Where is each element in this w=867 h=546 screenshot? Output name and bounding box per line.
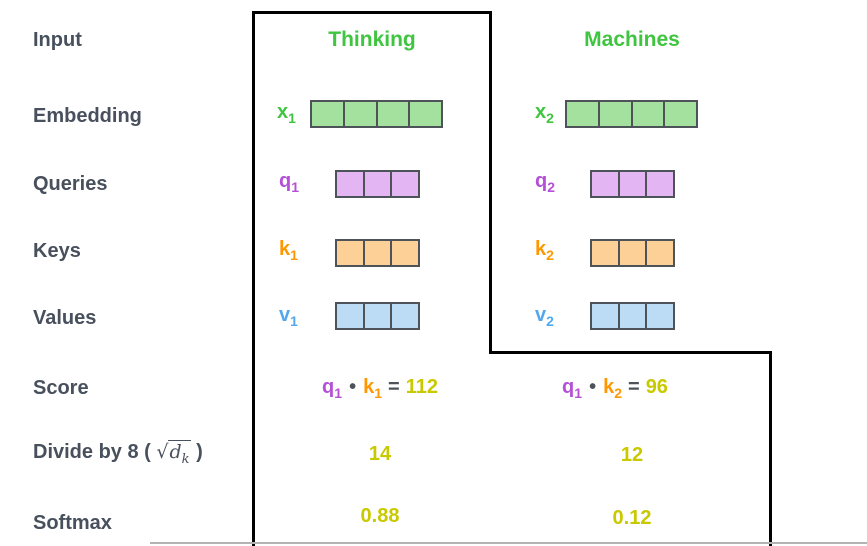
vector-cell	[647, 172, 673, 196]
embedding-vector-x1	[310, 100, 443, 128]
softmax-value-thinking: 0.88	[360, 505, 400, 527]
score-expression-thinking: q1•k1=112	[322, 376, 438, 401]
divided-value-machines: 12	[620, 444, 644, 466]
vector-cell	[337, 241, 365, 265]
value-vector-v2	[590, 302, 675, 330]
key-vector-k2	[590, 239, 675, 267]
vector-label-k1: k1	[279, 238, 298, 263]
dot-operator: •	[589, 376, 597, 398]
vector-cell	[647, 304, 673, 328]
vector-cell	[620, 241, 648, 265]
vector-cell	[365, 241, 393, 265]
equals-sign: =	[628, 376, 640, 398]
cropped-next-row-edge	[150, 542, 867, 544]
vector-label-x1: x1	[277, 101, 296, 126]
vector-cell	[337, 172, 365, 196]
vector-label-q2: q2	[535, 170, 556, 195]
vector-cell	[392, 172, 418, 196]
row-label-keys: Keys	[33, 240, 81, 262]
vector-cell	[337, 304, 365, 328]
sqrt-dk-formula: √dk	[156, 440, 191, 467]
box-left-border	[252, 11, 255, 546]
vector-cell	[312, 102, 345, 126]
row-label-score: Score	[33, 377, 89, 399]
score-value: 112	[405, 376, 438, 398]
divide-label-prefix: Divide by 8 (	[33, 441, 151, 463]
vector-cell	[665, 102, 696, 126]
query-vector-q1	[335, 170, 420, 198]
box-right-lower-border	[769, 351, 772, 546]
score-expression-machines: q1•k2=96	[562, 376, 668, 401]
column-header-thinking: Thinking	[328, 28, 416, 51]
value-vector-v1	[335, 302, 420, 330]
row-label-input: Input	[33, 29, 82, 51]
vector-cell	[345, 102, 378, 126]
vector-cell	[365, 304, 393, 328]
equals-sign: =	[388, 376, 400, 398]
box-top-border	[252, 11, 492, 14]
column-header-machines: Machines	[584, 28, 680, 51]
divide-label-suffix: )	[196, 441, 203, 463]
dot-operator: •	[349, 376, 357, 398]
softmax-value-machines: 0.12	[612, 507, 652, 529]
vector-label-x2: x2	[535, 101, 554, 126]
box-right-upper-border	[489, 11, 492, 354]
vector-cell	[633, 102, 666, 126]
row-label-queries: Queries	[33, 173, 108, 195]
vector-cell	[392, 241, 418, 265]
vector-label-q1: q1	[279, 170, 300, 195]
vector-cell	[410, 102, 441, 126]
vector-cell	[620, 172, 648, 196]
row-label-divide: Divide by 8 ( √dk )	[33, 440, 203, 467]
score-value: 96	[645, 376, 668, 398]
vector-cell	[365, 172, 393, 196]
query-vector-q2	[590, 170, 675, 198]
vector-label-k2: k2	[535, 238, 554, 263]
vector-cell	[592, 172, 620, 196]
vector-cell	[592, 241, 620, 265]
divided-value-thinking: 14	[368, 443, 392, 465]
embedding-vector-x2	[565, 100, 698, 128]
row-label-embedding: Embedding	[33, 105, 142, 127]
vector-cell	[620, 304, 648, 328]
vector-cell	[600, 102, 633, 126]
vector-label-v1: v1	[279, 304, 298, 329]
key-vector-k1	[335, 239, 420, 267]
vector-label-v2: v2	[535, 304, 554, 329]
vector-cell	[647, 241, 673, 265]
vector-cell	[567, 102, 600, 126]
vector-cell	[378, 102, 411, 126]
box-step-border	[489, 351, 772, 354]
row-label-values: Values	[33, 307, 97, 329]
vector-cell	[392, 304, 418, 328]
vector-cell	[592, 304, 620, 328]
row-label-softmax: Softmax	[33, 512, 112, 534]
